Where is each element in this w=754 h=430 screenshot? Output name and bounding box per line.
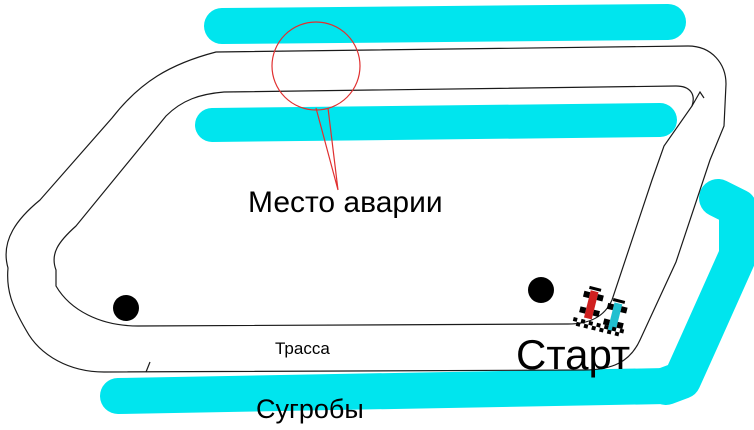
snowdrift-top (204, 4, 686, 44)
track-edge-detail (691, 90, 705, 107)
race-car-icon (602, 298, 628, 332)
accident-site-label: Место аварии (248, 186, 443, 219)
accident-pointer (315, 107, 339, 191)
track-outer-edge (5, 45, 727, 373)
track-label: Трасса (275, 339, 330, 358)
snowdrift-right (647, 179, 754, 405)
accident-marker (271, 21, 361, 191)
obstacle-circle-left (113, 295, 139, 321)
checkered-start-line (572, 316, 625, 337)
start-label: Старт (516, 331, 631, 378)
snowdrifts-label: Сугробы (256, 394, 364, 424)
obstacle-circle-right (528, 277, 554, 303)
snowdrift-bottom (100, 368, 684, 414)
track-inner-edge (53, 85, 694, 327)
race-car-icon (579, 285, 604, 320)
snowdrift-middle (195, 103, 677, 142)
start-grid[interactable] (572, 284, 633, 337)
track-edge-detail-bottom (145, 361, 151, 373)
snowdrifts (100, 4, 754, 414)
